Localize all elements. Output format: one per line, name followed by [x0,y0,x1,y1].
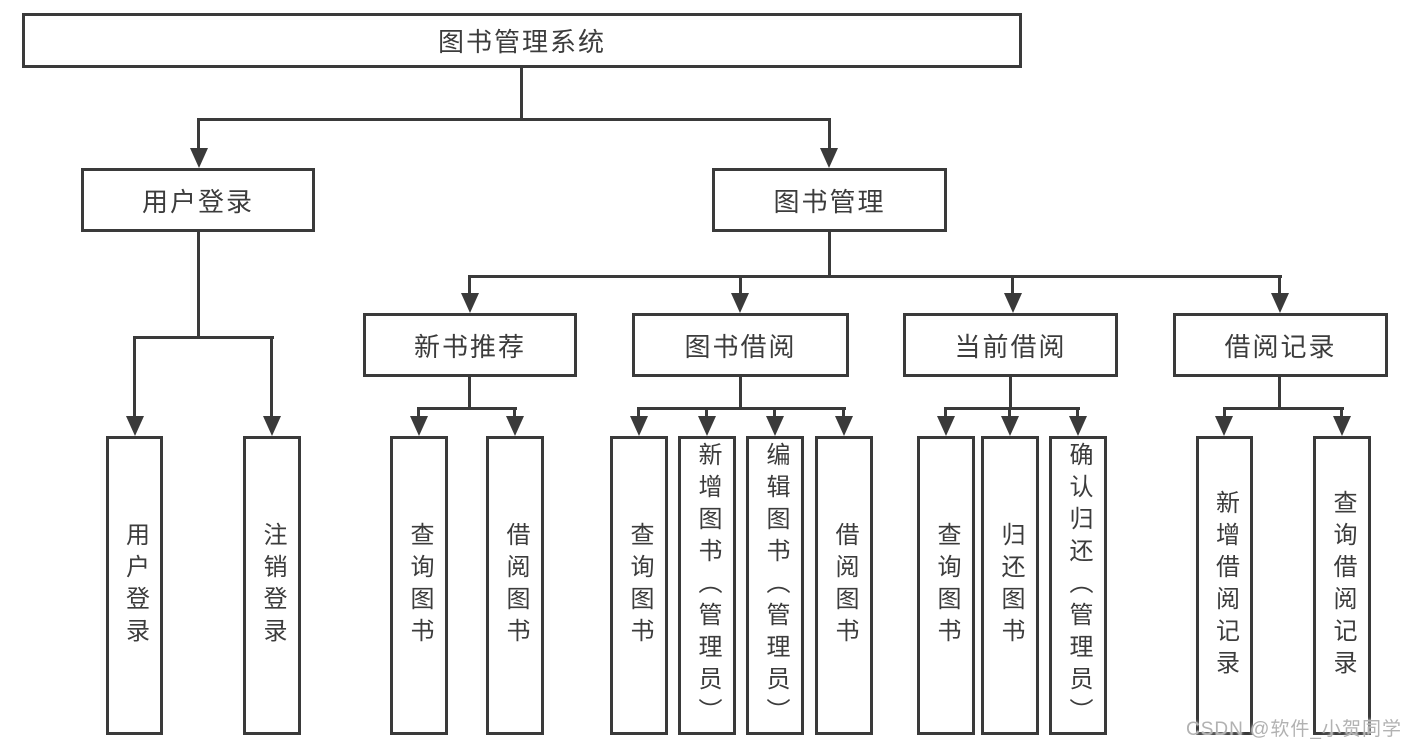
leaf-logout: 注销登录 [243,436,301,735]
connector-hline [197,118,831,121]
connector-vline [1009,377,1012,407]
node-label: 用户登录 [141,186,254,217]
node-current-borrowing: 当前借阅 [903,313,1118,377]
leaf-borrow-books-recommend: 借阅图书 [486,436,544,735]
leaf-confirm-return-admin: 确认归还（管理员） [1049,436,1107,735]
connector-vline [133,336,136,416]
arrowhead-down-icon [1215,416,1233,436]
arrowhead-down-icon [1333,416,1351,436]
node-library-management-system: 图书管理系统 [22,13,1022,68]
node-book-borrowing: 图书借阅 [632,313,849,377]
arrowhead-down-icon [630,416,648,436]
leaf-query-books-recommend: 查询图书 [390,436,448,735]
leaf-label: 编辑图书（管理员） [762,441,789,730]
connector-vline [828,118,831,150]
leaf-label: 查询图书 [626,521,653,650]
arrowhead-down-icon [1001,416,1019,436]
leaf-add-borrow-record: 新增借阅记录 [1196,436,1253,735]
connector-vline [417,407,420,418]
connector-vline [739,275,742,293]
arrowhead-down-icon [766,416,784,436]
arrowhead-down-icon [1004,293,1022,313]
leaf-add-book-admin: 新增图书（管理员） [678,436,736,735]
leaf-label: 借阅图书 [502,521,529,650]
connector-vline [944,407,947,418]
leaf-borrow-books-borrowing: 借阅图书 [815,436,873,735]
leaf-return-book: 归还图书 [981,436,1039,735]
leaf-label: 归还图书 [997,521,1024,650]
node-borrowing-records: 借阅记录 [1173,313,1388,377]
connector-vline [1223,407,1226,418]
connector-vline [1076,407,1079,418]
node-label: 新书推荐 [413,331,526,362]
leaf-label: 查询图书 [406,521,433,650]
leaf-query-borrow-record: 查询借阅记录 [1313,436,1371,735]
connector-vline [1008,407,1011,418]
connector-hline [468,275,1282,278]
connector-vline [739,377,742,407]
arrowhead-down-icon [698,416,716,436]
arrowhead-down-icon [263,416,281,436]
connector-vline [468,377,471,407]
leaf-label: 查询图书 [933,521,960,650]
node-label: 借阅记录 [1224,331,1337,362]
node-label: 图书管理 [773,186,886,217]
leaf-label: 新增图书（管理员） [694,441,721,730]
connector-vline [513,407,516,418]
csdn-watermark: CSDN @软件_小贺同学 [1186,719,1402,740]
leaf-label: 查询借阅记录 [1329,489,1356,682]
leaf-user-login: 用户登录 [106,436,163,735]
arrowhead-down-icon [461,293,479,313]
arrowhead-down-icon [410,416,428,436]
connector-vline [705,407,708,418]
node-new-book-recommendation: 新书推荐 [363,313,577,377]
arrowhead-down-icon [835,416,853,436]
node-user-login: 用户登录 [81,168,315,232]
connector-vline [468,275,471,293]
connector-hline [133,336,274,339]
connector-hline [417,407,517,410]
arrowhead-down-icon [1069,416,1087,436]
leaf-label: 确认归还（管理员） [1065,441,1092,730]
arrowhead-down-icon [820,148,838,168]
connector-vline [637,407,640,418]
connector-vline [773,407,776,418]
node-label: 当前借阅 [954,331,1067,362]
connector-hline [637,407,846,410]
leaf-label: 用户登录 [121,521,149,650]
arrowhead-down-icon [731,293,749,313]
arrowhead-down-icon [126,416,144,436]
node-label: 图书借阅 [684,331,797,362]
leaf-edit-book-admin: 编辑图书（管理员） [746,436,804,735]
connector-hline [1223,407,1344,410]
arrowhead-down-icon [1271,293,1289,313]
connector-vline [520,68,523,118]
connector-vline [842,407,845,418]
node-label: 图书管理系统 [437,27,606,57]
connector-vline [270,336,273,416]
leaf-label: 借阅图书 [831,521,858,650]
connector-vline [828,232,831,275]
arrowhead-down-icon [190,148,208,168]
connector-hline [944,407,1080,410]
arrowhead-down-icon [506,416,524,436]
connector-vline [197,118,200,150]
connector-vline [1278,275,1281,293]
leaf-query-books-borrowing: 查询图书 [610,436,668,735]
leaf-query-books-current: 查询图书 [917,436,975,735]
leaf-label: 新增借阅记录 [1211,489,1239,682]
connector-vline [1011,275,1014,293]
arrowhead-down-icon [937,416,955,436]
connector-vline [1340,407,1343,418]
leaf-label: 注销登录 [259,521,286,650]
node-book-management: 图书管理 [712,168,947,232]
connector-vline [1278,377,1281,407]
connector-vline [197,232,200,336]
